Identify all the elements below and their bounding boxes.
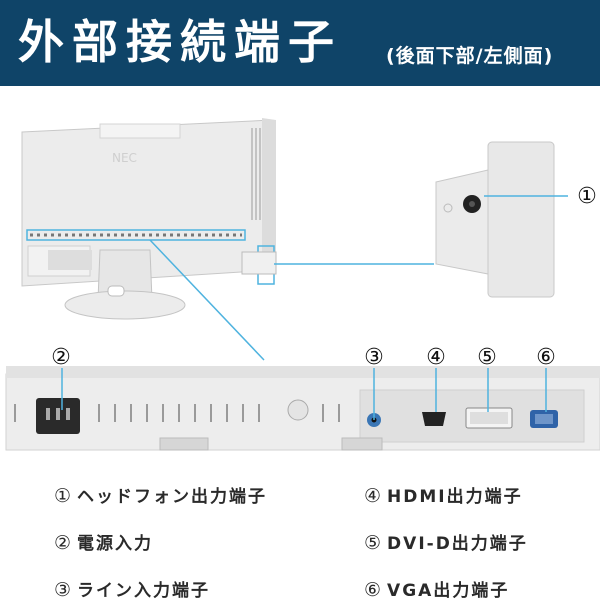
leader-line-bottom [149, 239, 265, 361]
page-subtitle: (後面下部/左側面) [386, 45, 554, 67]
legend-num-4: ④ [364, 485, 384, 507]
callout-1: ① [577, 184, 597, 209]
callout-2: ② [51, 345, 71, 370]
callout-3: ③ [364, 345, 384, 370]
legend-num-3: ③ [54, 579, 74, 600]
legend-label-3: ライン入力端子 [77, 581, 211, 600]
bottom-connector-panel [5, 366, 600, 451]
callout-4: ④ [426, 345, 446, 370]
header-banner: 外部接続端子 (後面下部/左側面) [0, 0, 600, 86]
legend-num-1: ① [54, 485, 74, 507]
legend-num-6: ⑥ [364, 579, 384, 600]
legend-label-6: VGA出力端子 [387, 581, 510, 600]
page-title: 外部接続端子 [18, 15, 342, 69]
legend-label-4: HDMI出力端子 [387, 487, 523, 507]
monitor-side-view [435, 141, 568, 298]
legend-label-5: DVI-D出力端子 [387, 534, 528, 554]
callout-5: ⑤ [477, 345, 497, 370]
callout-6: ⑥ [536, 345, 556, 370]
legend-label-2: 電源入力 [77, 534, 154, 554]
legend-num-2: ② [54, 532, 74, 554]
legend-num-5: ⑤ [364, 532, 384, 554]
svg-text:NEC: NEC [112, 151, 137, 165]
monitor-back-view: NEC [21, 118, 277, 320]
legend-label-1: ヘッドフォン出力端子 [77, 487, 268, 507]
